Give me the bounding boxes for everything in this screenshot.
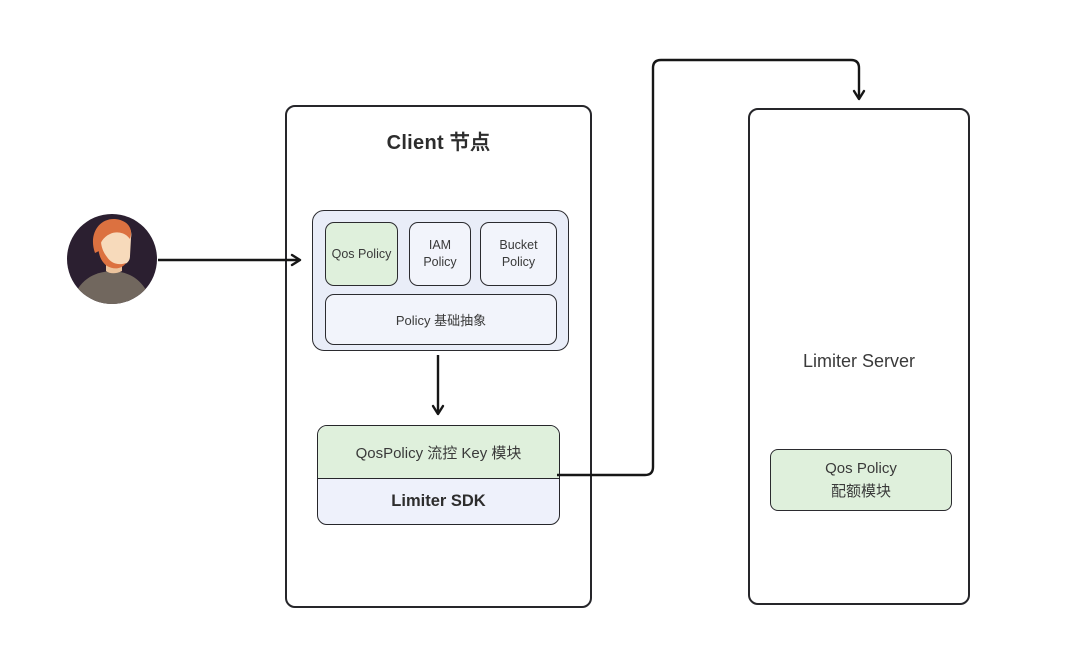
policy-base-label: Policy 基础抽象 [395, 313, 487, 328]
user-avatar-icon [66, 213, 158, 305]
iam-policy-label: IAM Policy [423, 238, 457, 269]
client-node-title: Client 节点 [386, 132, 491, 154]
bucket-policy-box: Bucket Policy [480, 222, 557, 286]
person-avatar-icon [67, 214, 157, 304]
qos-quota-module-box: Qos Policy 配额模块 [770, 449, 952, 511]
client-node-box: Client 节点 Qos Policy IAM Policy Bucket P… [285, 105, 592, 608]
iam-policy-box: IAM Policy [409, 222, 471, 286]
qos-key-module-box: QosPolicy 流控 Key 模块 [318, 426, 559, 479]
qos-quota-module-label: Qos Policy 配额模块 [825, 459, 897, 500]
limiter-sdk-label-row: Limiter SDK [318, 479, 559, 524]
bucket-policy-label: Bucket Policy [499, 238, 538, 269]
limiter-server-title: Limiter Server [802, 351, 916, 371]
policy-base-box: Policy 基础抽象 [325, 294, 557, 345]
qos-policy-box: Qos Policy [325, 222, 398, 286]
qos-policy-label: Qos Policy [331, 246, 392, 261]
policy-group-box: Qos Policy IAM Policy Bucket Policy Poli… [312, 210, 569, 351]
limiter-sdk-label: Limiter SDK [391, 492, 486, 510]
limiter-sdk-box: QosPolicy 流控 Key 模块 Limiter SDK [317, 425, 560, 525]
limiter-server-box: Limiter Server Qos Policy 配额模块 [748, 108, 970, 605]
qos-key-module-label: QosPolicy 流控 Key 模块 [355, 444, 522, 462]
